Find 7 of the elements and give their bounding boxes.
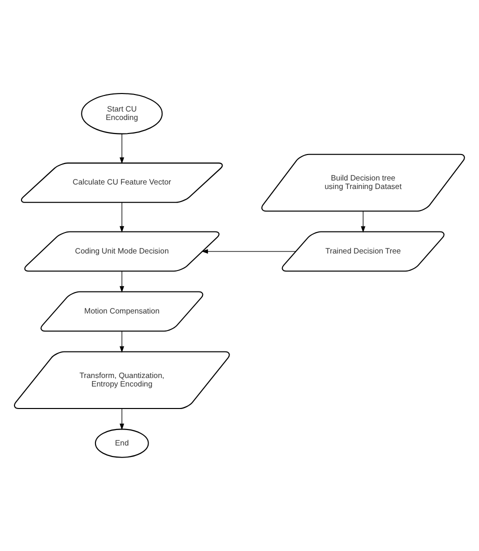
arrow (201, 249, 296, 254)
arrow (360, 210, 366, 233)
arrow (120, 270, 124, 293)
arrow (120, 202, 124, 233)
arrow (120, 133, 124, 164)
arrow (120, 330, 124, 353)
arrow (120, 408, 124, 430)
